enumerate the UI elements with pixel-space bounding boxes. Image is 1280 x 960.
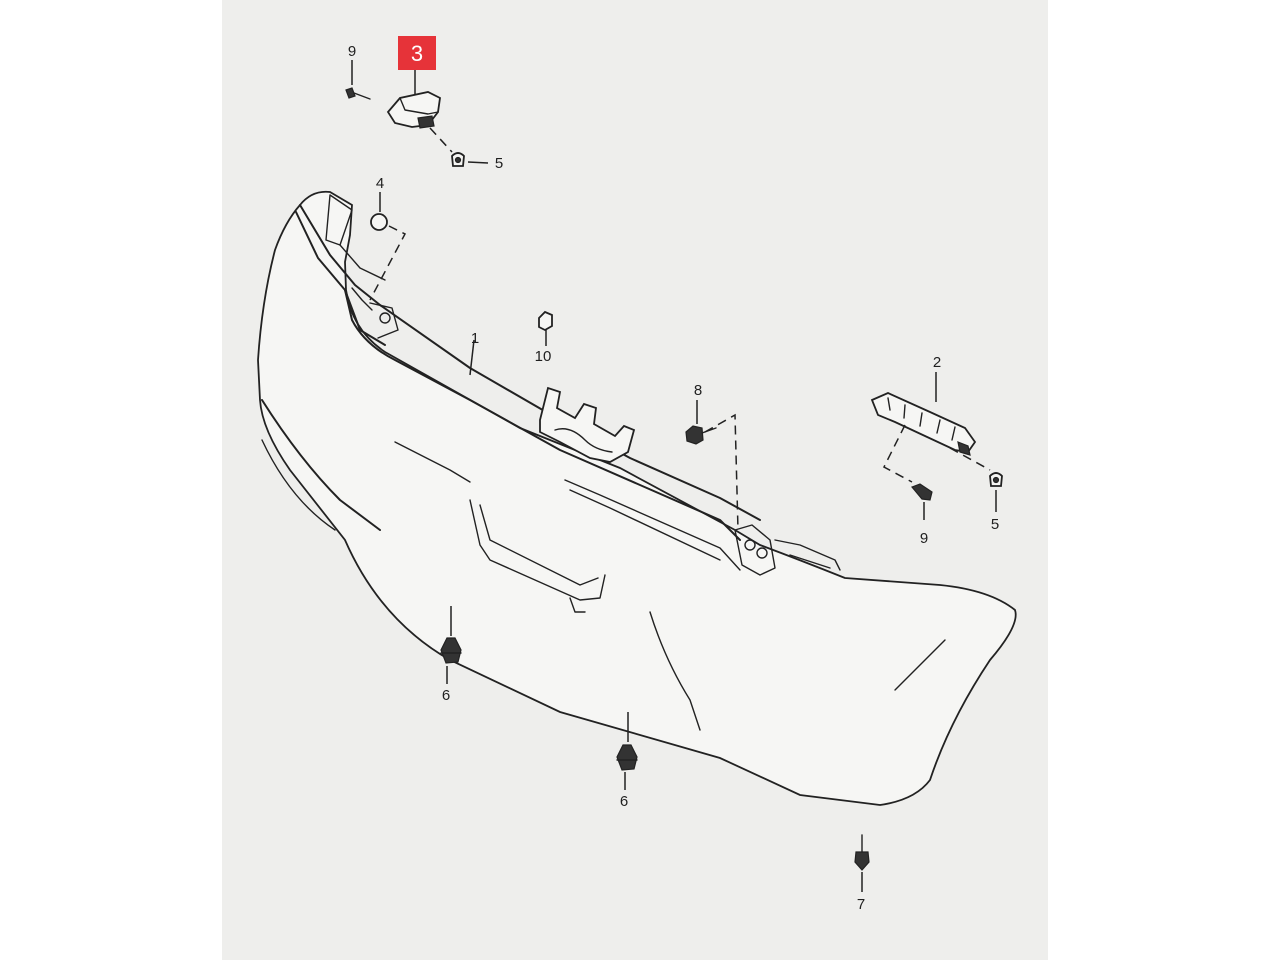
bracket-part-3 (386, 91, 441, 129)
callout-labels: 9 3 5 4 1 10 8 2 9 5 6 6 7 (348, 41, 999, 913)
callout-3: 3 (411, 41, 423, 66)
callout-5-top: 5 (495, 155, 503, 172)
callout-9-right: 9 (920, 530, 928, 547)
callout-1: 1 (471, 330, 479, 347)
callout-4: 4 (376, 175, 384, 192)
bracket-part-2 (870, 392, 977, 456)
callout-10: 10 (535, 348, 552, 365)
callout-5-right: 5 (991, 516, 999, 533)
callout-9-top: 9 (348, 43, 356, 60)
callout-6-center: 6 (620, 793, 628, 810)
callout-6-left: 6 (442, 687, 450, 704)
callout-2: 2 (933, 354, 941, 371)
fasteners (345, 87, 1003, 871)
bumper-cover (257, 190, 1017, 806)
leader-lines (351, 60, 997, 892)
callout-7: 7 (857, 896, 865, 913)
highlight-box (398, 36, 436, 70)
callout-8: 8 (694, 382, 702, 399)
